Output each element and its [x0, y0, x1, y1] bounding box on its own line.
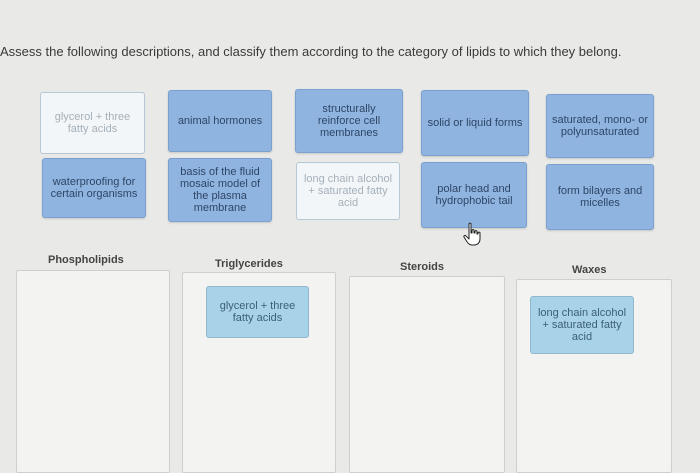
card-form-bilayers-and-micelles[interactable]: form bilayers and micelles — [546, 164, 654, 230]
heading-steroids: Steroids — [400, 261, 445, 273]
card-label: solid or liquid forms — [427, 117, 523, 129]
card-structurally-reinforce-cell-membranes[interactable]: structurally reinforce cell membranes — [295, 89, 403, 153]
placed-card-glycerol-three-fatty-acids[interactable]: glycerol + three fatty acids — [206, 286, 309, 338]
card-label: basis of the fluid mosaic model of the p… — [179, 166, 261, 214]
card-label: polar head and hydrophobic tail — [435, 183, 513, 207]
dropzone-phospholipids[interactable] — [16, 270, 170, 473]
hand-pointer-icon — [463, 222, 481, 246]
card-label: saturated, mono- or polyunsaturated — [552, 114, 648, 138]
card-label: long chain alcohol + saturated fatty aci… — [303, 173, 393, 209]
placed-card-long-chain-alcohol[interactable]: long chain alcohol + saturated fatty aci… — [530, 296, 634, 354]
card-polar-head-hydrophobic-tail[interactable]: polar head and hydrophobic tail — [421, 162, 527, 228]
card-solid-or-liquid-forms[interactable]: solid or liquid forms — [421, 90, 529, 156]
card-long-chain-alcohol-saturated-fatty-acid[interactable]: long chain alcohol + saturated fatty aci… — [296, 162, 400, 220]
card-label: structurally reinforce cell membranes — [317, 103, 381, 139]
heading-waxes: Waxes — [572, 264, 607, 276]
card-label: waterproofing for certain organisms — [50, 176, 138, 200]
card-label: form bilayers and micelles — [557, 185, 643, 209]
card-glycerol-three-fatty-acids[interactable]: glycerol + three fatty acids — [40, 92, 145, 154]
heading-triglycerides: Triglycerides — [215, 258, 283, 270]
card-saturated-mono-polyunsaturated[interactable]: saturated, mono- or polyunsaturated — [546, 94, 654, 158]
instruction-text: Assess the following descriptions, and c… — [0, 44, 622, 59]
card-label: long chain alcohol + saturated fatty aci… — [537, 307, 627, 343]
card-label: glycerol + three fatty acids — [54, 111, 131, 135]
heading-phospholipids: Phospholipids — [48, 254, 124, 266]
dropzone-steroids[interactable] — [349, 276, 505, 473]
card-animal-hormones[interactable]: animal hormones — [168, 90, 272, 152]
card-label: glycerol + three fatty acids — [219, 300, 296, 324]
card-waterproofing-for-certain-organisms[interactable]: waterproofing for certain organisms — [42, 158, 146, 218]
card-basis-of-fluid-mosaic-model[interactable]: basis of the fluid mosaic model of the p… — [168, 158, 272, 222]
card-label: animal hormones — [177, 115, 263, 127]
